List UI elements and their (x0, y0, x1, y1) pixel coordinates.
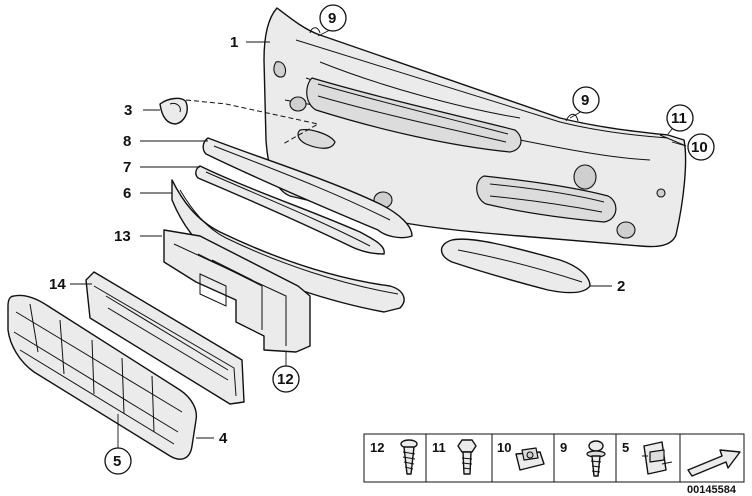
middle-trim-strip (195, 165, 385, 255)
callout-12: 12 (277, 371, 294, 388)
callout-3: 3 (124, 102, 132, 119)
washer-screw-icon (586, 440, 606, 477)
clamp-clip-icon (642, 441, 673, 475)
fastener-key: 12 11 10 9 5 (363, 433, 745, 483)
assembly-dash-line (185, 99, 320, 145)
callout-10: 10 (691, 139, 708, 156)
hex-bolt-icon (457, 439, 477, 475)
callout-8: 8 (123, 133, 131, 150)
callout-14: 14 (49, 276, 66, 293)
callout-10-circle (687, 133, 715, 161)
license-plate-holder (85, 271, 245, 405)
key-label-12: 12 (370, 440, 384, 455)
key-label-11: 11 (432, 440, 446, 455)
callout-13: 13 (114, 228, 131, 245)
bumper-panel (263, 7, 687, 248)
upper-trim-strip (202, 137, 413, 239)
callout-11: 11 (671, 110, 687, 127)
tow-hook-cover (159, 97, 188, 125)
callout-7: 7 (123, 159, 131, 176)
callout-2: 2 (617, 278, 625, 295)
callout-11-circle (666, 104, 694, 132)
leader-lines (70, 27, 687, 448)
callout-1: 1 (230, 34, 238, 51)
key-label-9: 9 (560, 440, 567, 455)
callout-9-circle-top (319, 4, 347, 32)
key-cell-9 (553, 433, 617, 483)
side-trim-strip (440, 238, 591, 294)
callout-5: 5 (113, 453, 121, 470)
callout-12-circle (272, 365, 300, 393)
clip-nut-icon (515, 447, 545, 471)
screw-icon (400, 439, 418, 475)
callout-6: 6 (123, 185, 131, 202)
callout-9-top: 9 (328, 10, 336, 27)
callout-5-circle (104, 447, 132, 475)
callout-9-circle-right (572, 86, 600, 114)
key-label-5: 5 (622, 440, 629, 455)
pointer-arrow-icon (687, 449, 741, 477)
license-plate-bracket (163, 229, 311, 353)
lower-grille (7, 294, 198, 460)
callout-9-right: 9 (581, 92, 589, 109)
key-label-10: 10 (497, 440, 511, 455)
callout-4: 4 (219, 430, 228, 447)
key-cell-11 (425, 433, 493, 483)
reference-number: 00145584 (687, 484, 737, 496)
